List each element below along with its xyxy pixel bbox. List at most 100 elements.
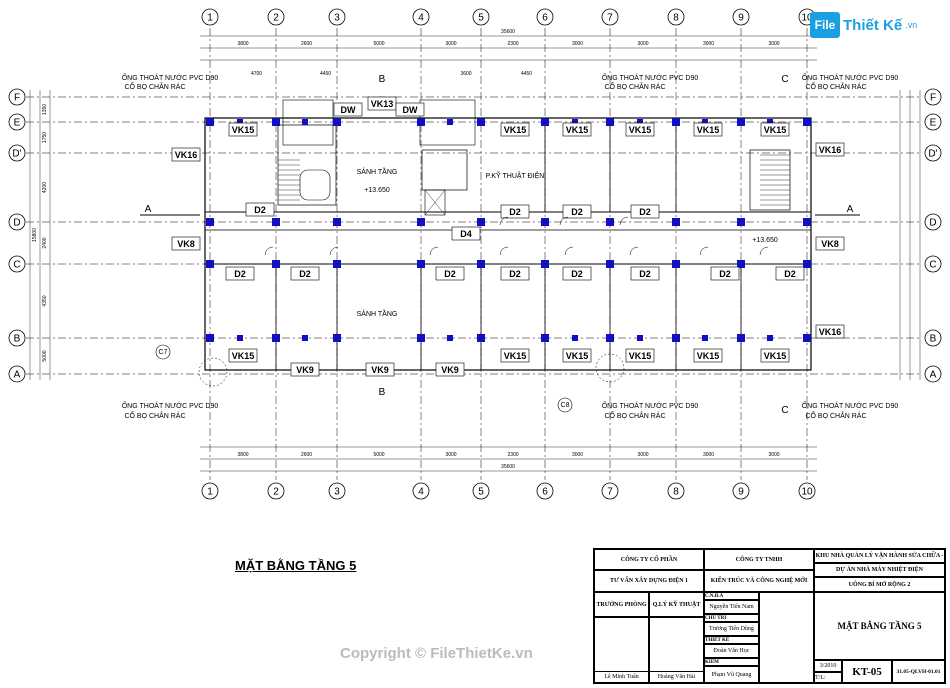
secondary-column: [302, 119, 308, 125]
grid-bubble: [924, 88, 942, 106]
window-vk15: VK15: [504, 351, 527, 361]
window-vk9: VK9: [441, 365, 459, 375]
grid-label: F: [14, 93, 20, 104]
grid-bubble: [924, 365, 942, 383]
note-pipe-tr: ỐNG THOÁT NƯỚC PVC D90: [802, 72, 899, 82]
tb-role2: Q.LÝ KỸ THUẬT: [649, 592, 704, 617]
level-mark: +13.650: [364, 187, 390, 194]
window-vk15: VK15: [764, 125, 787, 135]
door-swing: [564, 246, 574, 256]
tb-sign2: Hoàng Văn Hải: [649, 671, 704, 683]
grid-label: 1: [207, 13, 213, 24]
structural-column: [333, 334, 341, 342]
grid-label: 6: [542, 487, 548, 498]
structural-column: [333, 260, 341, 268]
dim-bottom-bay: 2300: [507, 452, 518, 458]
tb-company1: CÔNG TY CỔ PHẦN: [594, 549, 704, 570]
door-d2: D2: [639, 269, 651, 279]
structural-column: [272, 218, 280, 226]
grid-bubble: [412, 8, 430, 26]
title-block: CÔNG TY CỔ PHẦN TƯ VẤN XÂY DỰNG ĐIỆN 1 C…: [593, 548, 946, 684]
window-vk15: VK15: [504, 125, 527, 135]
door-d2-box: [225, 266, 255, 281]
window-vk15-box: [625, 122, 655, 137]
tb-kiem-name: Phạm Vũ Quang: [704, 666, 759, 683]
note-electric: P.KỸ THUẬT ĐIỆN: [486, 171, 545, 180]
structural-column: [803, 334, 811, 342]
grid-label: 4: [418, 487, 424, 498]
drawing-title: MẶT BẰNG TẦNG 5: [235, 558, 357, 573]
structural-column: [477, 218, 485, 226]
grid-bubble: [536, 8, 554, 26]
door-d4-box: [451, 226, 481, 241]
tb-chuan: C.N.Đ.A: [704, 592, 759, 600]
structural-column: [737, 118, 745, 126]
window-vk15-box: [693, 122, 723, 137]
shaft-x: [424, 189, 446, 216]
door-d2-box: [630, 204, 660, 219]
detail-c8-bubble: [557, 397, 573, 413]
dim-bottom-bay: 5000: [373, 452, 384, 458]
dim-side-row: 4200: [42, 182, 48, 193]
tb-chutri: CHỦ TRÌ: [704, 614, 759, 622]
tb-project1: KHU NHÀ QUẢN LÝ VẬN HÀNH SỬA CHỮA -: [814, 549, 945, 563]
grid-bubble: [328, 482, 346, 500]
window-vk15-box: [562, 122, 592, 137]
detail-c7-bubble: [155, 344, 171, 360]
window-vk15-box: [228, 122, 258, 137]
window-vk9: VK9: [371, 365, 389, 375]
tb-sheet-no: KT-05: [842, 660, 892, 683]
window-vk15-box: [760, 348, 790, 363]
structural-column: [606, 334, 614, 342]
detail-c7: C7: [159, 349, 168, 356]
detail-c7-area: [198, 357, 228, 387]
note-drain-br: CỔ BỌ CHẮN RÁC: [805, 411, 866, 420]
dim-side-row: 4350: [42, 295, 48, 306]
grid-label: 8: [673, 13, 679, 24]
building-outline: [204, 117, 812, 371]
dim-top-bay: 2300: [507, 41, 518, 47]
window-vk8: VK8: [821, 239, 839, 249]
window-vk8-box: [171, 236, 201, 251]
grid-label: 3: [334, 487, 340, 498]
structural-column: [541, 260, 549, 268]
window-vk15: VK15: [697, 351, 720, 361]
grid-bubble: [601, 8, 619, 26]
note-corridor-lower: SẢNH TẦNG: [357, 308, 398, 318]
door-d2: D2: [571, 269, 583, 279]
dim-top-partial: 4450: [320, 71, 331, 77]
grid-label: 6: [542, 13, 548, 24]
secondary-column: [572, 335, 578, 341]
structural-column: [206, 260, 214, 268]
grid-bubble: [8, 213, 26, 231]
secondary-column: [767, 335, 773, 341]
window-vk15: VK15: [629, 351, 652, 361]
door-d2: D2: [299, 269, 311, 279]
door-d2-box: [500, 266, 530, 281]
grid-label: D': [12, 149, 21, 160]
structural-column: [672, 218, 680, 226]
door-d2: D2: [234, 269, 246, 279]
grid-label: E: [14, 118, 21, 129]
elevator: [421, 149, 468, 191]
window-vk15: VK15: [629, 125, 652, 135]
tb-company2: CÔNG TY TNHH: [704, 549, 814, 570]
dim-side-total: 15800: [32, 228, 38, 242]
door-d2: D2: [444, 269, 456, 279]
structural-column: [672, 334, 680, 342]
structural-column: [272, 260, 280, 268]
structural-column: [417, 118, 425, 126]
window-vk15-box: [500, 348, 530, 363]
structural-column: [417, 218, 425, 226]
door-swing: [699, 246, 709, 256]
secondary-column: [237, 119, 243, 125]
door-dw-box: [395, 102, 425, 117]
grid-label: B: [14, 334, 21, 345]
tb-date: 3/2010: [814, 660, 842, 672]
window-vk15: VK15: [232, 351, 255, 361]
grid-bubble: [732, 8, 750, 26]
grid-label: 9: [738, 13, 744, 24]
dim-bottom-bay: 3000: [445, 452, 456, 458]
structural-column: [606, 260, 614, 268]
